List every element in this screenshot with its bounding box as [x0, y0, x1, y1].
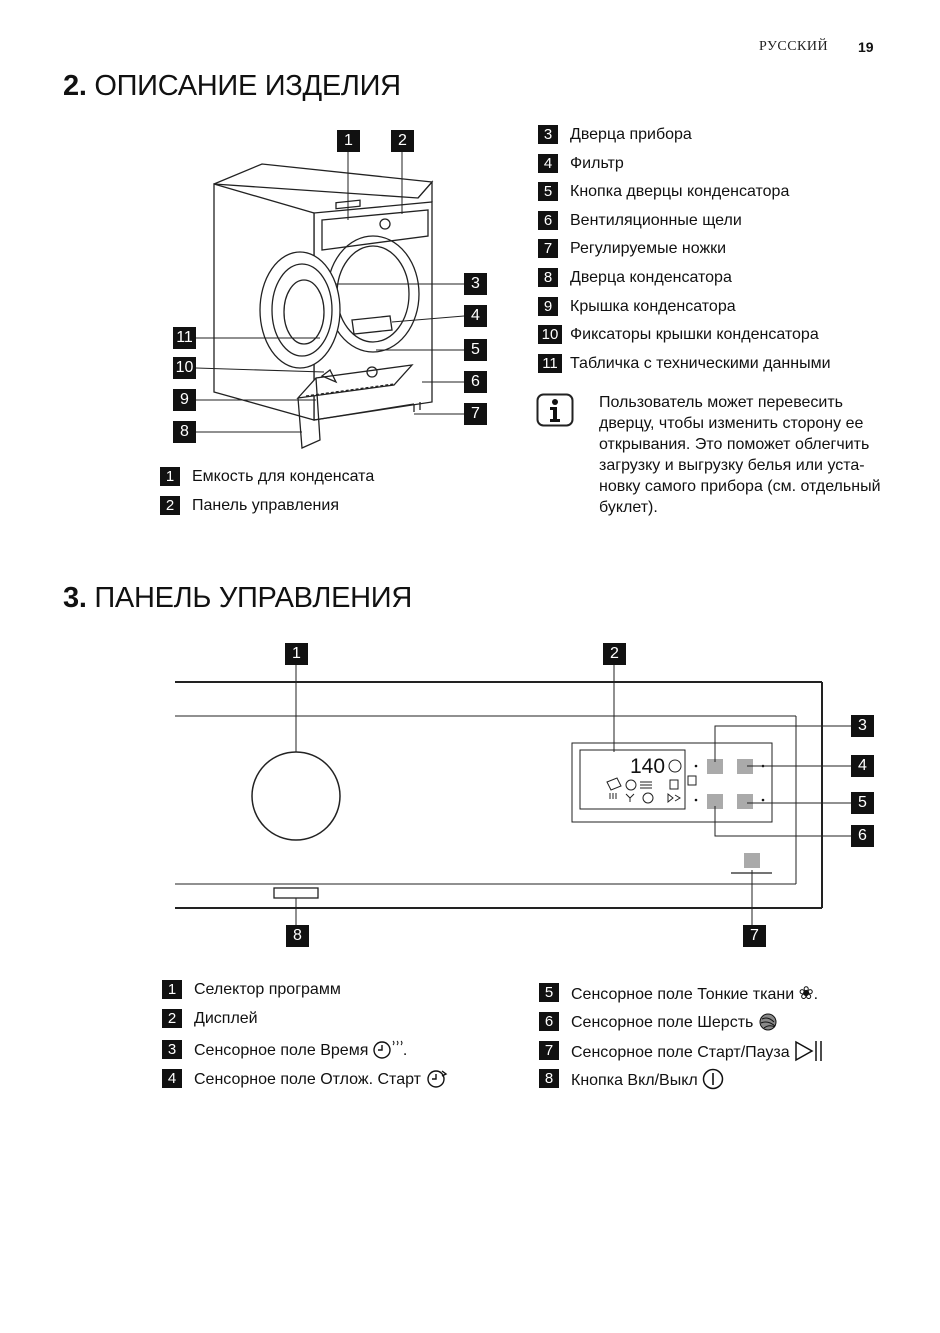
panel-callout-7: 7	[743, 925, 766, 947]
callout-8: 8	[173, 421, 196, 443]
control-panel-illustration: 140	[175, 664, 851, 926]
callout-3: 3	[464, 273, 487, 295]
panel-callout-5: 5	[851, 792, 874, 814]
delicates-icon: ❀	[798, 983, 814, 1003]
section-3-title: 3. ПАНЕЛЬ УПРАВЛЕНИЯ	[63, 582, 412, 615]
start-pause-icon	[795, 1040, 822, 1062]
power-icon	[702, 1068, 724, 1090]
panel-callout-4: 4	[851, 755, 874, 777]
header-language: РУССКИЙ	[759, 39, 829, 54]
panel-callout-1: 1	[285, 643, 308, 665]
callout-10: 10	[173, 357, 196, 379]
display-digits: 140	[630, 755, 665, 778]
callout-7: 7	[464, 403, 487, 425]
section-2-title: 2. ОПИСАНИЕ ИЗДЕЛИЯ	[63, 70, 401, 103]
section-title-text: ОПИСАНИЕ ИЗДЕЛИЯ	[94, 70, 401, 102]
callout-11: 11	[173, 327, 196, 349]
time-icon	[373, 1040, 403, 1059]
callout-6: 6	[464, 371, 487, 393]
callout-1: 1	[337, 130, 360, 152]
section-title-text: ПАНЕЛЬ УПРАВЛЕНИЯ	[94, 582, 412, 614]
delay-start-icon	[427, 1070, 448, 1088]
dryer-illustration	[195, 152, 465, 449]
info-icon	[536, 393, 574, 427]
callout-9: 9	[173, 389, 196, 411]
panel-callout-3: 3	[851, 715, 874, 737]
panel-callout-6: 6	[851, 825, 874, 847]
page-number: 19	[858, 39, 874, 55]
panel-callout-8: 8	[286, 925, 309, 947]
section-number: 2.	[63, 70, 87, 102]
callout-4: 4	[464, 305, 487, 327]
section-number: 3.	[63, 582, 87, 614]
callout-5: 5	[464, 339, 487, 361]
wool-icon	[759, 1013, 777, 1031]
callout-2: 2	[391, 130, 414, 152]
panel-callout-2: 2	[603, 643, 626, 665]
info-note: Пользователь может перевесить дверцу, чт…	[599, 394, 881, 516]
